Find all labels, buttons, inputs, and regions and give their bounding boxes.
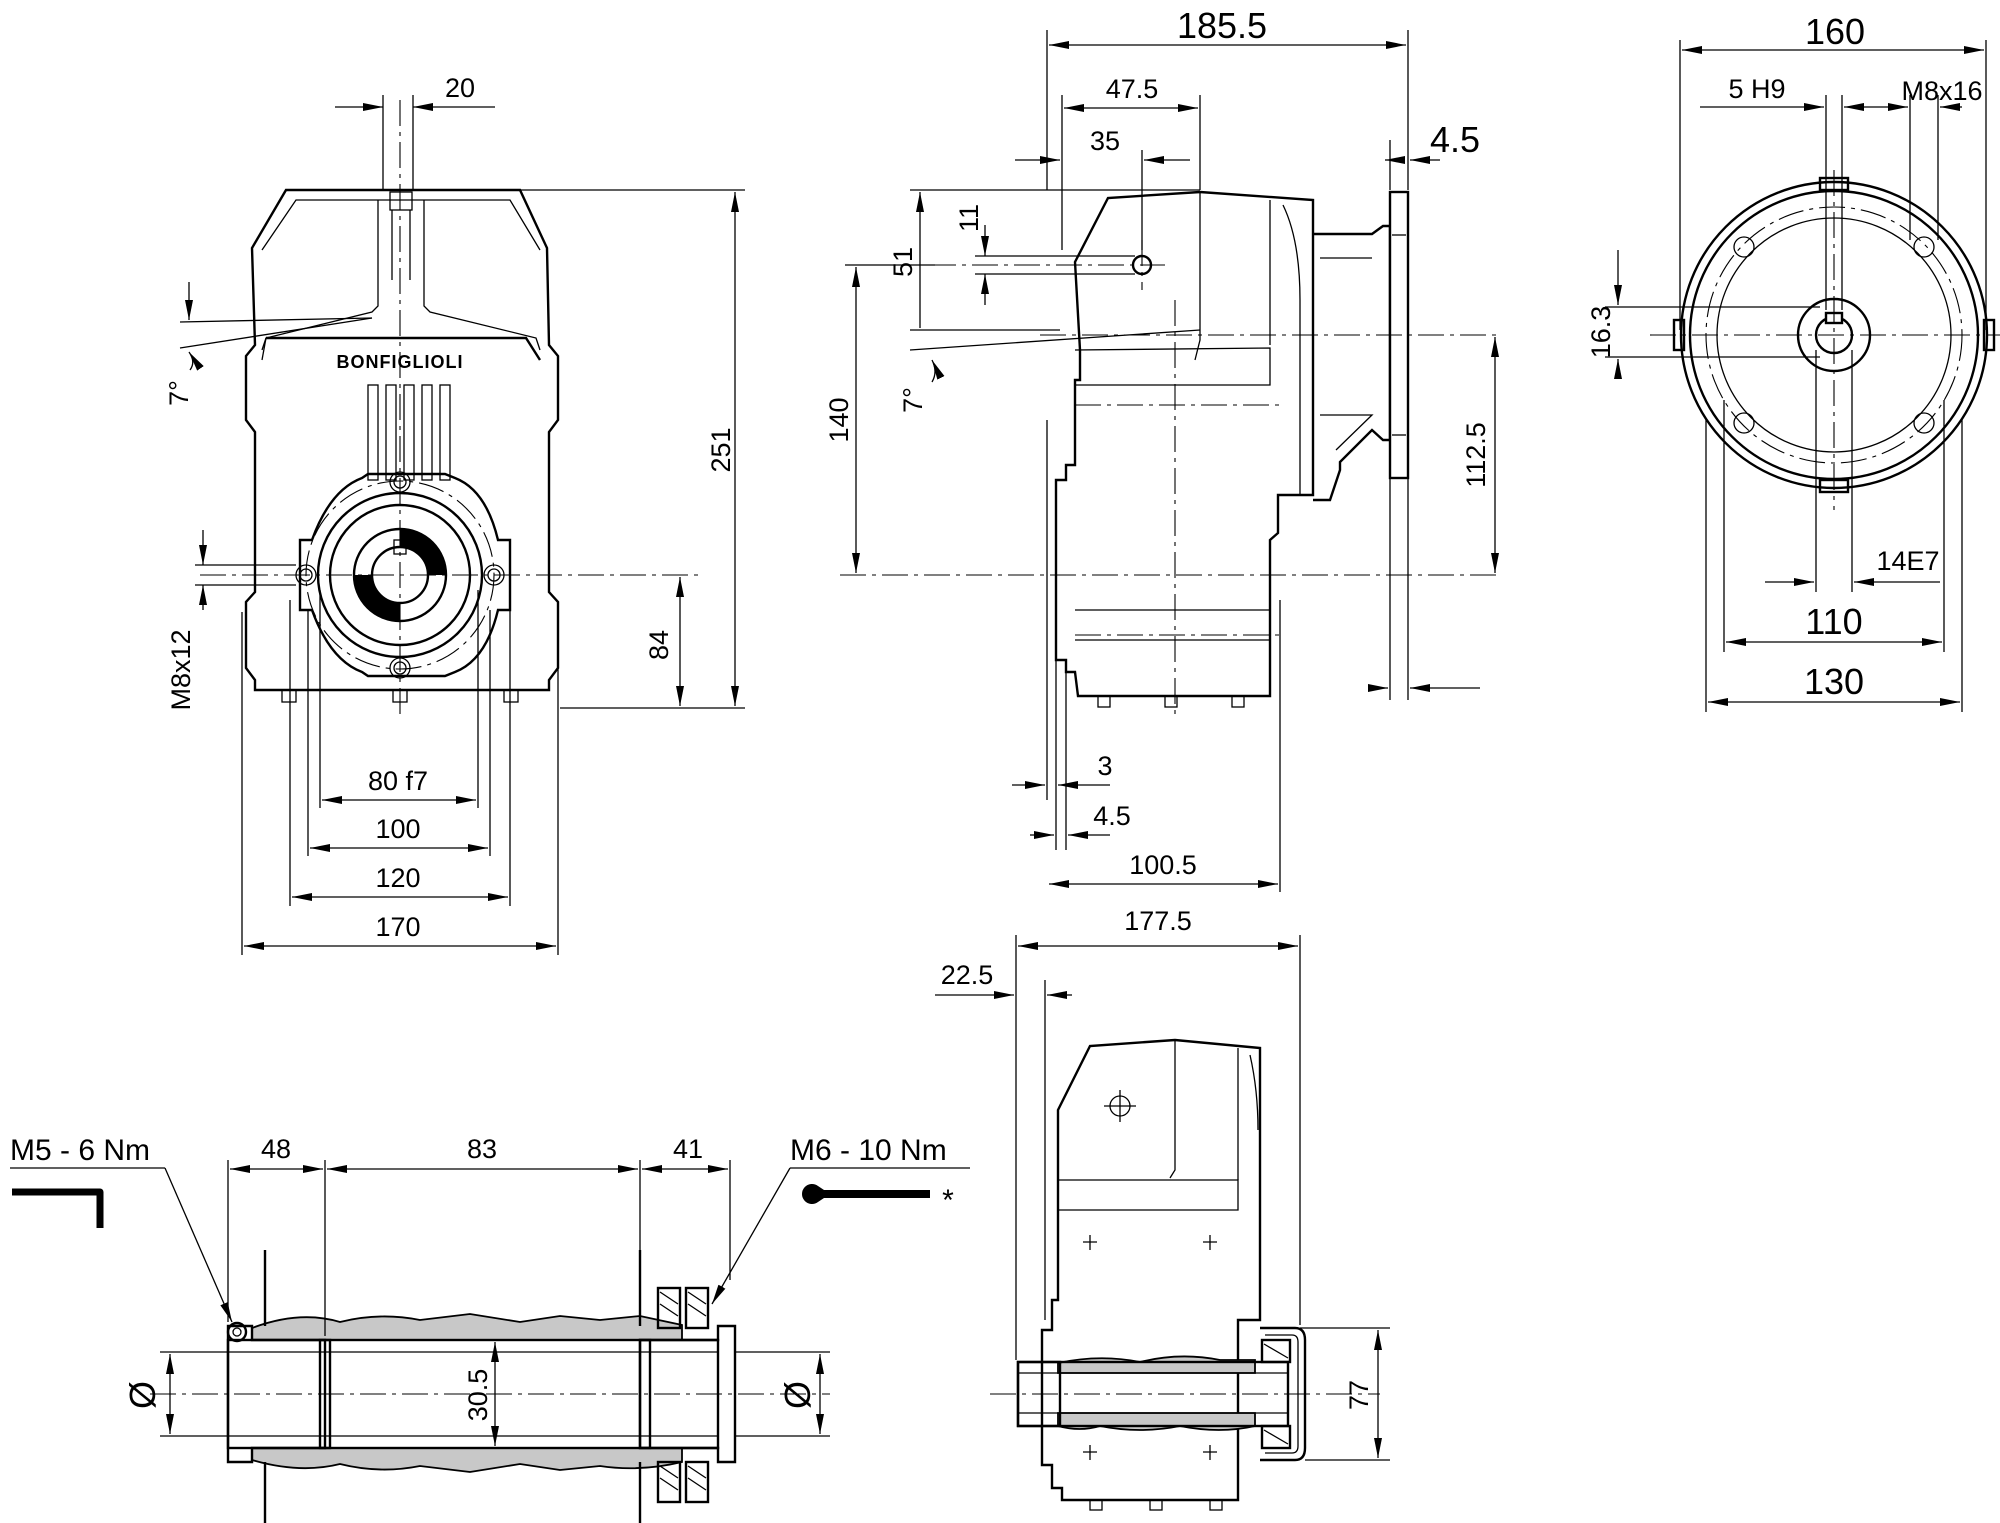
- dim-7deg: 7°: [164, 380, 194, 406]
- dim-51: 51: [888, 247, 918, 277]
- shaft-section-dimensions: M5 - 6 Nm M6 - 10 Nm * 48 83: [10, 1134, 970, 1446]
- label-m5: M5 - 6 Nm: [10, 1134, 150, 1167]
- allen-key-icon: [12, 1188, 104, 1228]
- dim-84: 84: [644, 630, 674, 660]
- dim-4-5-bot: 4.5: [1093, 801, 1131, 831]
- dim-110: 110: [1805, 601, 1862, 642]
- dim-185-5: 185.5: [1177, 5, 1267, 46]
- front-view: BONFIGLIOLI 2: [164, 73, 745, 955]
- bottom-side-view-dimensions: 177.5 22.5 77: [935, 906, 1390, 1461]
- dim-41: 41: [673, 1134, 703, 1164]
- dim-30-5: 30.5: [463, 1369, 493, 1422]
- dim-48: 48: [261, 1134, 291, 1164]
- side-view: 185.5 47.5 35 4.5 11 51: [824, 5, 1500, 892]
- dim-4-5-top: 4.5: [1430, 119, 1480, 160]
- dim-177-5: 177.5: [1124, 906, 1192, 936]
- asterisk-mark: *: [942, 1184, 954, 1217]
- dim-16-3: 16.3: [1586, 306, 1616, 359]
- shaft-section: M5 - 6 Nm M6 - 10 Nm * 48 83: [10, 1134, 970, 1523]
- cooling-fins: [367, 384, 451, 481]
- dim-120: 120: [375, 863, 420, 893]
- dim-7deg-side: 7°: [898, 387, 928, 413]
- dim-80f7: 80 f7: [368, 766, 428, 796]
- shrink-disc: [656, 1286, 710, 1504]
- dim-170: 170: [375, 912, 420, 942]
- diam-right: Ø: [777, 1381, 818, 1409]
- dim-20: 20: [445, 73, 475, 103]
- dim-m8x16: M8x16: [1901, 76, 1982, 106]
- dim-83: 83: [467, 1134, 497, 1164]
- side-view-dimensions: 185.5 47.5 35 4.5 11 51: [824, 5, 1499, 892]
- dim-77: 77: [1344, 1380, 1374, 1410]
- dim-35: 35: [1090, 126, 1120, 156]
- dim-3: 3: [1097, 751, 1112, 781]
- dim-160: 160: [1805, 11, 1865, 52]
- bottom-side-view: 177.5 22.5 77: [935, 906, 1390, 1511]
- front-view-dimensions: 20 251 7° M8x12 84: [164, 73, 745, 955]
- dim-112-5: 112.5: [1461, 422, 1491, 488]
- dim-130: 130: [1804, 661, 1864, 702]
- dim-14e7: 14E7: [1876, 546, 1939, 576]
- dim-140: 140: [824, 397, 854, 442]
- dim-47-5: 47.5: [1106, 74, 1159, 104]
- dim-m8x12: M8x12: [166, 629, 196, 710]
- diam-left: Ø: [122, 1381, 163, 1409]
- dim-11: 11: [954, 204, 984, 232]
- flange-view: 160 5 H9 M8x16 16.3 14E7: [1586, 11, 2000, 712]
- label-m6: M6 - 10 Nm: [790, 1134, 947, 1167]
- dim-100: 100: [375, 814, 420, 844]
- flange-view-dimensions: 160 5 H9 M8x16 16.3 14E7: [1586, 11, 1987, 712]
- wrench-icon: [802, 1184, 930, 1204]
- dim-5h9: 5 H9: [1728, 74, 1785, 104]
- dim-100-5: 100.5: [1129, 850, 1197, 880]
- dim-22-5: 22.5: [941, 960, 994, 990]
- dim-251: 251: [706, 427, 736, 472]
